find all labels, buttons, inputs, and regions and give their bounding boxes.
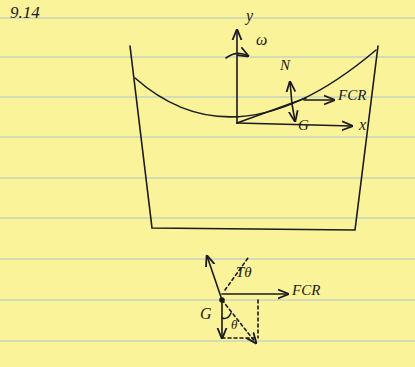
force-label: FCR — [292, 283, 320, 298]
force-label: G — [298, 118, 309, 133]
ruled-lines — [0, 18, 415, 341]
axis-label: x — [359, 117, 366, 133]
angle-label: θ — [231, 318, 237, 331]
angular-velocity-label: ω — [256, 32, 267, 48]
force-label: Tθ — [236, 265, 252, 280]
force-label: FCR — [338, 88, 366, 103]
problem-number: 9.14 — [10, 4, 40, 21]
force-label: N — [280, 58, 290, 73]
force-label: G — [200, 306, 212, 322]
bucket-figure — [130, 30, 378, 230]
force-diagram — [207, 256, 288, 343]
axis-label: y — [246, 8, 253, 24]
